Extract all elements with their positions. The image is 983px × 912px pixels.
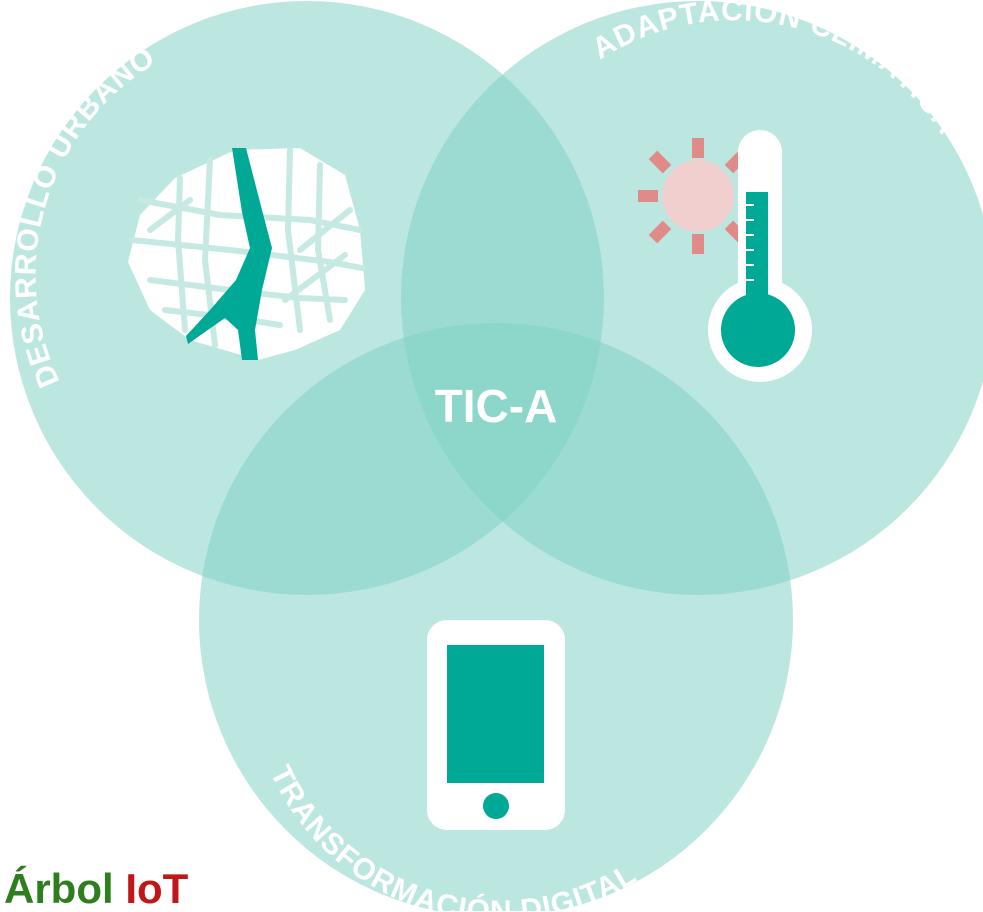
circles-group <box>10 1 983 911</box>
thermometer-icon <box>708 130 812 382</box>
footer-title: Árbol IoT <box>4 868 188 910</box>
center-label: TIC-A <box>435 380 558 432</box>
city-map-icon <box>128 147 365 360</box>
sun-icon <box>638 138 760 254</box>
sun-thermometer-icon <box>638 130 812 382</box>
smartphone-icon <box>427 620 565 830</box>
footer-title-part-iot: IoT <box>125 865 189 912</box>
circle-transformacion-digital <box>199 323 793 911</box>
footer-title-part-arbol: Árbol <box>4 865 114 912</box>
